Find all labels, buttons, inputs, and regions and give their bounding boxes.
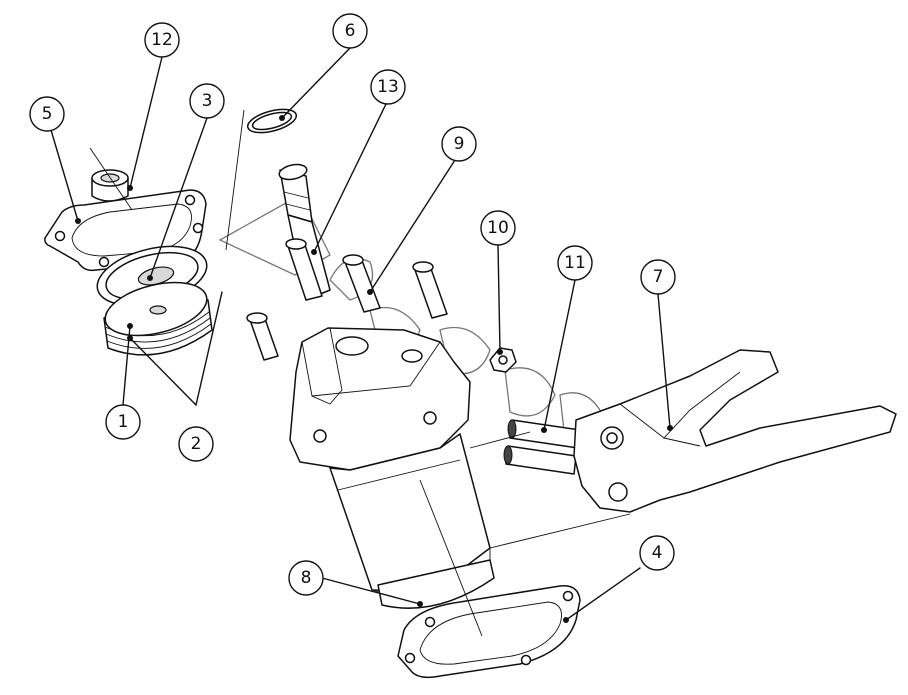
callout-1-label: 1 — [118, 412, 129, 432]
part-4-bottom-gasket — [397, 585, 581, 679]
callout-1: 1 — [105, 404, 141, 440]
callout-6-label: 6 — [345, 21, 356, 41]
callout-2-label: 2 — [191, 434, 202, 454]
part-1-piston — [103, 281, 213, 356]
leader-dots — [75, 115, 673, 623]
bolts — [246, 238, 448, 361]
callout-5-label: 5 — [42, 104, 53, 124]
callout-11-label: 11 — [564, 253, 586, 273]
callout-7: 7 — [640, 259, 676, 295]
callout-10-label: 10 — [487, 218, 509, 238]
callout-13-label: 13 — [377, 77, 399, 97]
part-11-pins — [503, 419, 581, 475]
main-housing — [289, 327, 495, 609]
callout-4-label: 4 — [652, 543, 663, 563]
callout-13: 13 — [370, 69, 406, 105]
callout-2: 2 — [178, 426, 214, 462]
callout-9: 9 — [441, 126, 477, 162]
part-7-shift-fork — [573, 349, 897, 513]
callout-3: 3 — [189, 83, 225, 119]
callout-11: 11 — [557, 245, 593, 281]
part-10-nut — [489, 347, 517, 373]
callout-7-label: 7 — [653, 267, 664, 287]
callout-4: 4 — [639, 535, 675, 571]
leader-lines — [50, 47, 671, 637]
callout-8-label: 8 — [301, 568, 312, 588]
callout-12-label: 12 — [151, 30, 173, 50]
part-13-shaft — [278, 163, 331, 301]
callout-9-label: 9 — [454, 134, 465, 154]
callout-5: 5 — [29, 96, 65, 132]
callout-8: 8 — [288, 560, 324, 596]
callout-10: 10 — [480, 210, 516, 246]
callout-6: 6 — [332, 13, 368, 49]
callout-12: 12 — [144, 22, 180, 58]
callout-3-label: 3 — [202, 91, 213, 111]
